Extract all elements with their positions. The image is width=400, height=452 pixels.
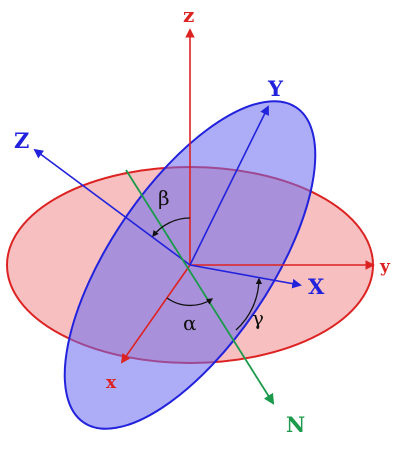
z-axis-label: z bbox=[183, 3, 194, 27]
gamma-arc bbox=[235, 277, 263, 331]
x-axis-arrow bbox=[120, 264, 191, 364]
Z-axis-label: Z bbox=[14, 128, 29, 153]
X-axis-arrow bbox=[189, 264, 302, 289]
beta-label: β bbox=[158, 186, 170, 210]
Y-axis-arrow bbox=[189, 105, 269, 266]
x-axis-label: x bbox=[106, 373, 117, 393]
alpha-label: α bbox=[183, 311, 197, 335]
Y-axis-label: Y bbox=[267, 76, 284, 101]
gamma-label: γ bbox=[252, 306, 264, 330]
Z-axis-arrow bbox=[33, 148, 191, 266]
N-axis-label: N bbox=[286, 412, 305, 437]
X-axis-label: X bbox=[308, 274, 325, 299]
y-axis-label: y bbox=[379, 257, 391, 277]
node-line bbox=[125, 169, 275, 405]
beta-arc bbox=[152, 217, 191, 238]
alpha-arc bbox=[166, 297, 214, 307]
